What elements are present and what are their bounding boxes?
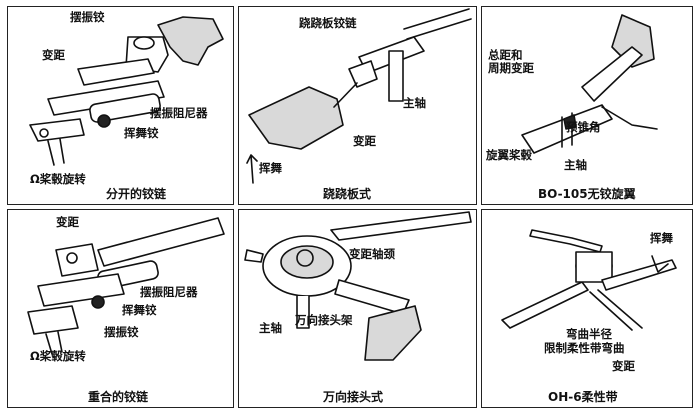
caption-gimbal: 万向接头式 [323,390,384,404]
label-teeter-hinge: 跷跷板铰链 [299,16,357,30]
label-flapping-hinge: 挥舞铰 [122,303,157,317]
label-flapping: 挥舞 [259,161,282,175]
label-hub-rotation: Ω桨毂旋转 [30,349,86,363]
panel-oh6-flex-strap: 挥舞 弯曲半径 限制柔性带弯曲 变距 OH-6柔性带 [481,209,693,408]
label-pitch: 变距 [353,134,376,148]
caption-teetering: 跷跷板式 [323,187,372,201]
label-gimbal-frame: 万向接头架 [295,313,353,327]
label-pitch: 变距 [56,215,79,229]
label-damper: 摆振阻尼器 [150,106,208,120]
caption-oh6: OH-6柔性带 [548,390,618,404]
label-pitch-journal: 变距轴颈 [349,247,395,261]
label-lag-hinge: 摆振铰 [104,325,139,339]
hingeless-rotor-drawing [521,14,658,154]
panel-teetering: 跷跷板铰链 主轴 变距 挥舞 跷跷板式 [238,6,477,205]
label-pitch: 变距 [42,48,65,62]
caption-separate-hinges: 分开的铰链 [106,187,167,201]
separate-hinges-drawing [29,16,224,166]
caption-coincident-hinges: 重合的铰链 [88,390,149,404]
teetering-drawing [246,8,472,184]
gimbal-drawing [244,211,472,361]
panel-separate-hinges: 摆振铰 变距 摆振阻尼器 挥舞铰 Ω桨毂旋转 分开的铰链 [7,6,234,205]
panel-coincident-hinges: 变距 摆振阻尼器 挥舞铰 摆振铰 Ω桨毂旋转 重合的铰链 [7,209,234,408]
label-main-shaft: 主轴 [564,158,587,172]
panel-hingeless-bo105: 总距和 周期变距 预锥角 旋翼桨毂 主轴 BO-105无铰旋翼 [481,6,693,205]
flex-strap-drawing [501,229,677,331]
label-flapping: 挥舞 [650,231,673,245]
label-precone: 预锥角 [566,120,601,134]
label-rotor-hub: 旋翼桨毂 [486,148,532,162]
label-pitch: 变距 [612,359,635,373]
caption-bo105: BO-105无铰旋翼 [538,187,636,201]
label-damper: 摆振阻尼器 [140,285,198,299]
coincident-hinges-drawing [27,217,225,355]
label-flapping-hinge: 挥舞铰 [124,126,159,140]
label-hub-rotation: Ω桨毂旋转 [30,172,86,186]
label-main-shaft: 主轴 [403,96,426,110]
label-bend-radius: 弯曲半径 [566,327,612,341]
label-collective-cyclic: 总距和 周期变距 [488,48,534,75]
label-flap-hinge: 摆振铰 [70,10,105,24]
label-limit-bend: 限制柔性带弯曲 [544,341,625,355]
panel-gimbal: 变距轴颈 主轴 万向接头架 万向接头式 [238,209,477,408]
label-main-shaft: 主轴 [259,321,282,335]
